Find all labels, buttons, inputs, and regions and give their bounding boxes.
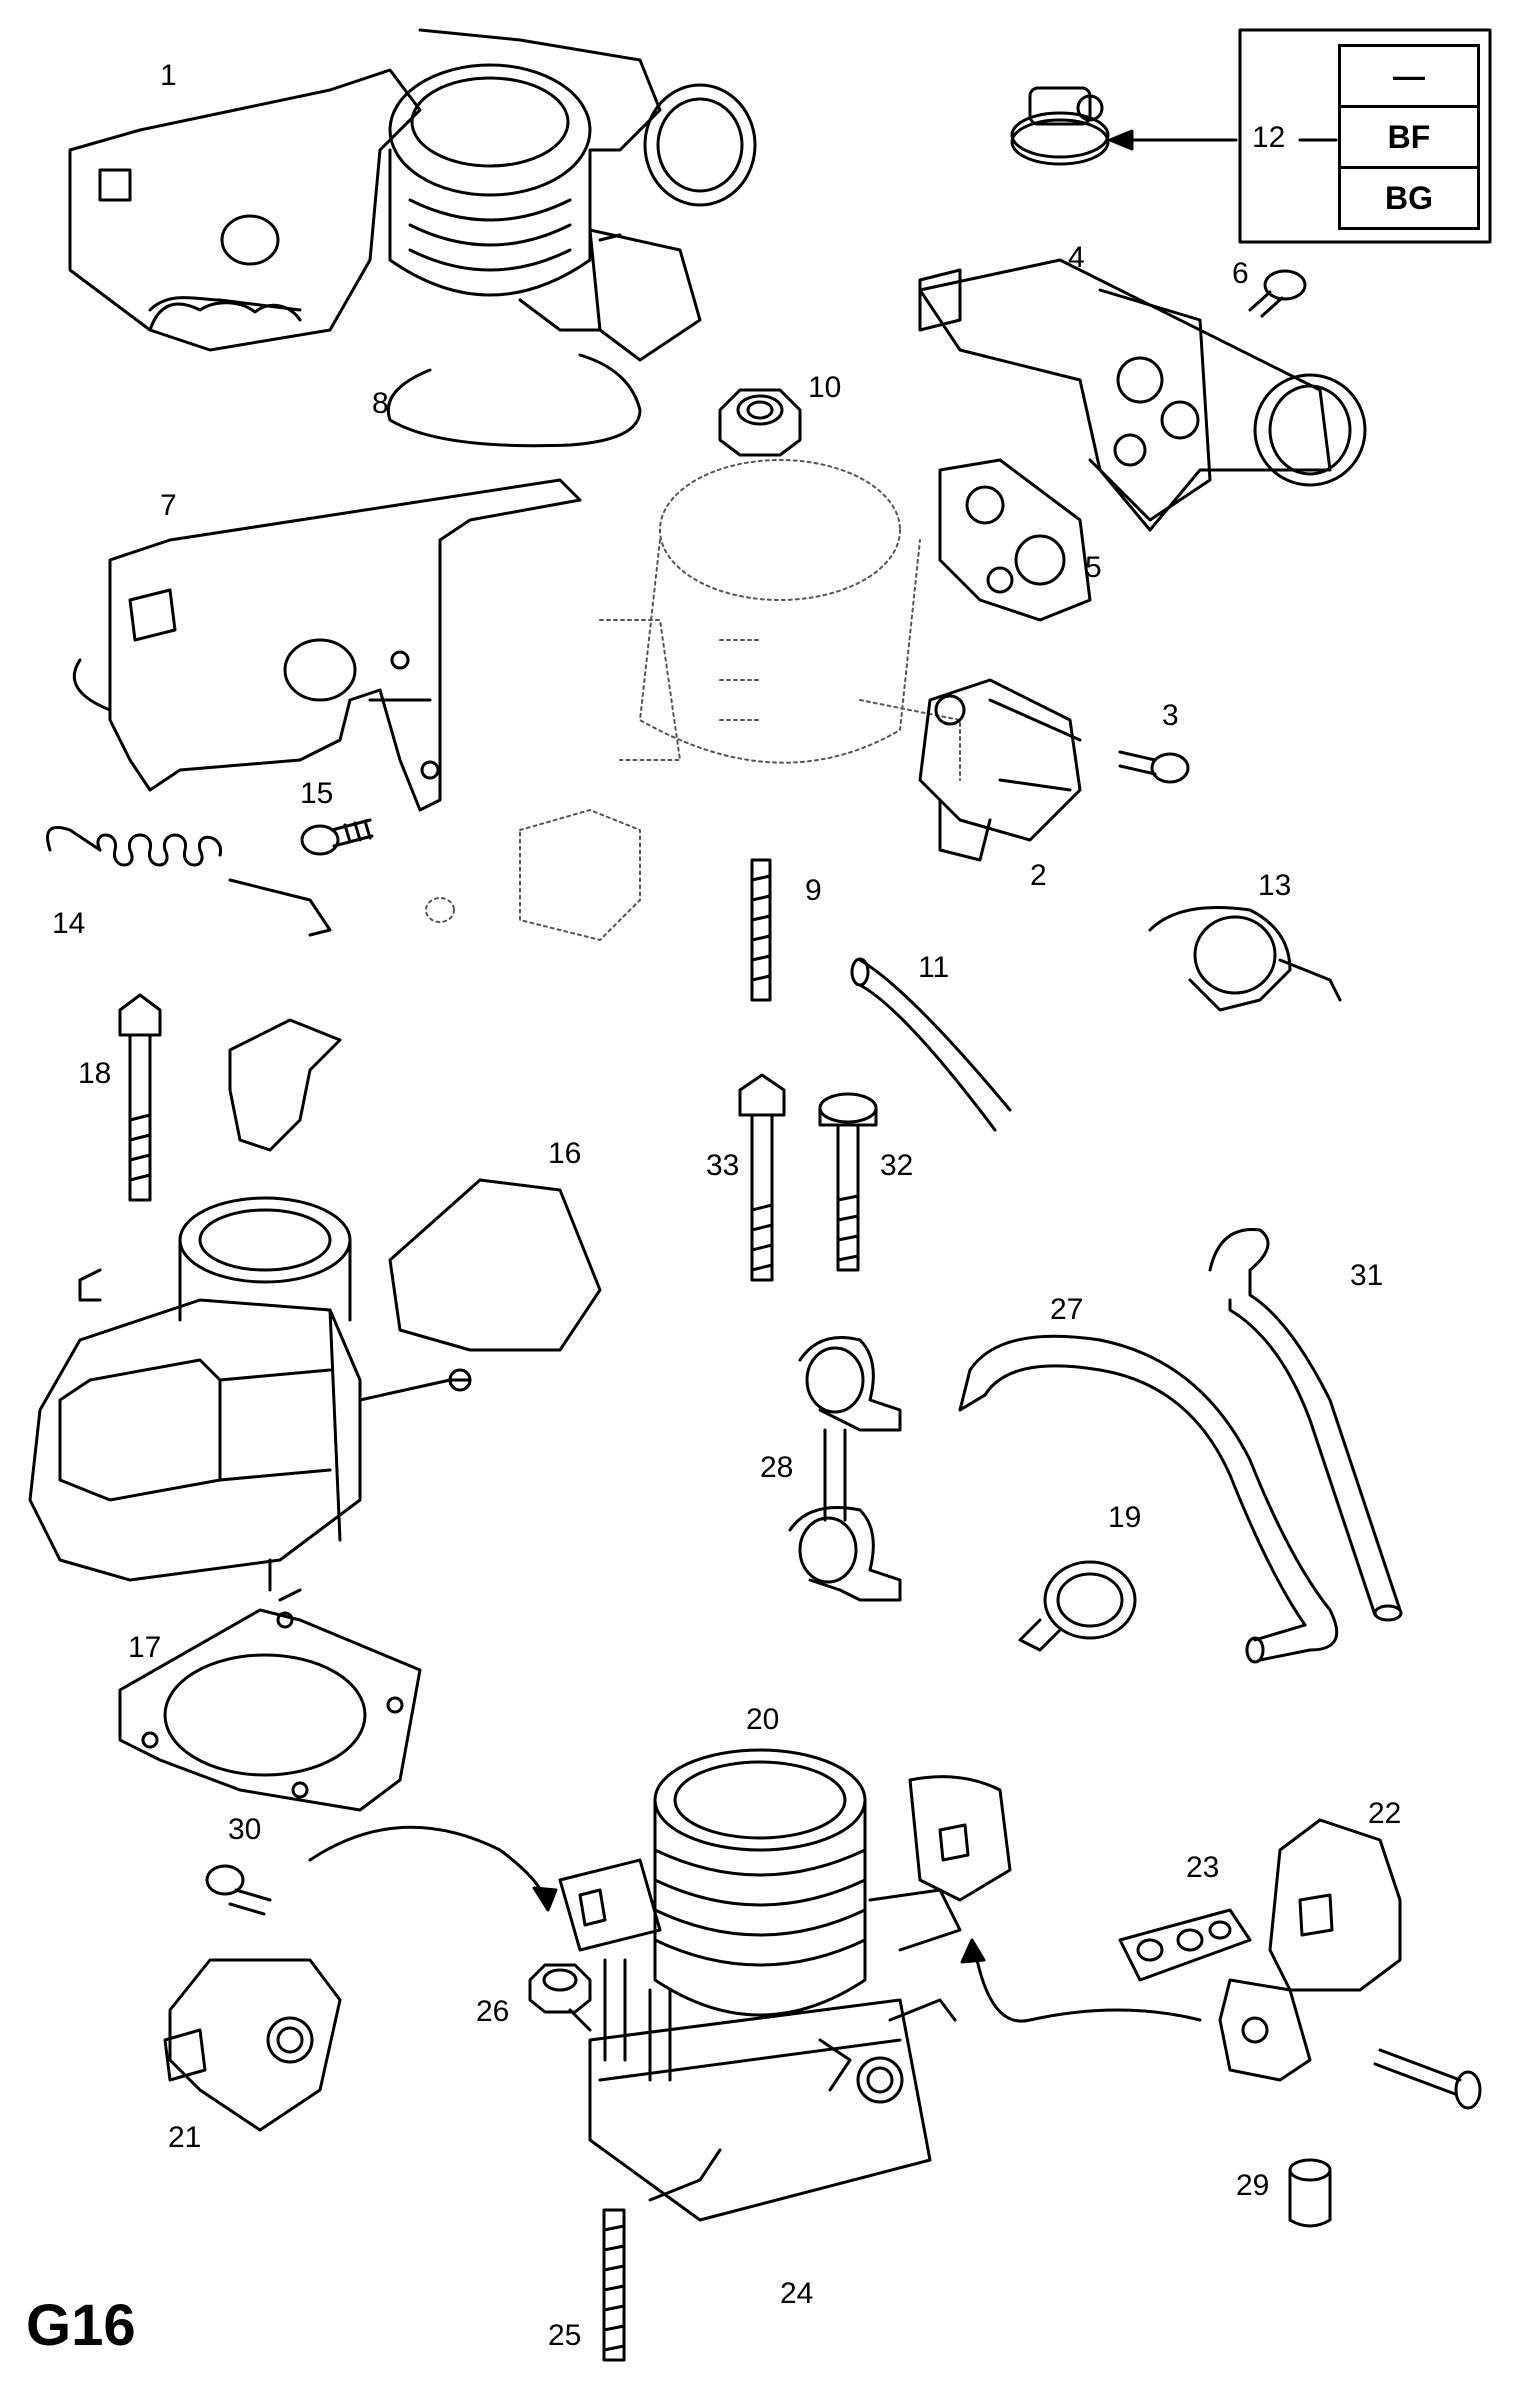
- spring-14: [46, 826, 332, 937]
- callout-33: 33: [706, 1149, 740, 1182]
- hose-27: [958, 1334, 1339, 1664]
- clamp-19: [1018, 1560, 1137, 1652]
- phantom-throttle-body: [425, 459, 961, 941]
- nut-26: [528, 1963, 592, 2014]
- callout-11: 11: [918, 951, 950, 984]
- callout-19: 19: [1108, 1501, 1142, 1534]
- stud-25: [602, 2208, 626, 2362]
- callout-6: 6: [1232, 257, 1249, 290]
- gasket-17: [118, 1608, 422, 1812]
- bolt-18: [118, 993, 162, 1202]
- leader-26: [568, 2008, 592, 2032]
- sheet-code: G16: [26, 2293, 136, 2358]
- callout-22: 22: [1368, 1797, 1402, 1830]
- idle-valve-4: [918, 258, 1367, 532]
- screw-15: [300, 818, 374, 856]
- callout-3: 3: [1162, 699, 1179, 732]
- callout-14: 14: [52, 907, 86, 940]
- callout-28: 28: [760, 1451, 794, 1484]
- sensor-21: [163, 1958, 342, 2132]
- callout-17: 17: [128, 1631, 162, 1664]
- callout-13: 13: [1258, 869, 1292, 902]
- gasket-5: [938, 458, 1092, 622]
- actuator-22: [1218, 1818, 1402, 2082]
- nut-10: [718, 388, 802, 457]
- callout-24: 24: [780, 2277, 814, 2310]
- callout-21: 21: [168, 2121, 202, 2154]
- callout-31: 31: [1350, 1259, 1384, 1292]
- arrow-head-30: [532, 1886, 558, 1912]
- cap-29: [1288, 2158, 1332, 2228]
- variant-box-frame: [1238, 28, 1492, 244]
- screw-3: [1118, 750, 1190, 784]
- screw-30: [205, 1864, 272, 1916]
- callout-16: 16: [548, 1137, 582, 1170]
- callout-7: 7: [160, 489, 177, 522]
- callout-25: 25: [548, 2319, 582, 2352]
- variant-code: BF: [1338, 108, 1480, 169]
- bolt-33: [738, 1073, 786, 1282]
- throttle-assembly-1: [68, 28, 757, 362]
- callout-20: 20: [746, 1703, 780, 1736]
- variant-code-table: — BF BG: [1338, 44, 1480, 230]
- callout-4: 4: [1068, 241, 1085, 274]
- callout-32: 32: [880, 1149, 914, 1182]
- callout-27: 27: [1050, 1293, 1084, 1326]
- clips-28: [788, 1336, 902, 1602]
- clip-13: [1148, 906, 1342, 1012]
- wire-loop-8: [387, 353, 642, 448]
- callout-8: 8: [372, 387, 389, 420]
- gasket-23: [1118, 1908, 1252, 1982]
- arrow-30-to-20: [308, 1825, 547, 1902]
- callout-10: 10: [808, 371, 842, 404]
- variant-code: BG: [1338, 169, 1480, 230]
- callout-23: 23: [1186, 1851, 1220, 1884]
- callout-26: 26: [476, 1995, 510, 2028]
- callout-12: 12: [1252, 121, 1286, 154]
- bracket-7: [72, 478, 582, 812]
- variant-code: —: [1338, 44, 1480, 108]
- position-sensor-2: [918, 678, 1082, 862]
- arrow-22-to-20: [973, 1948, 1202, 2023]
- callout-9: 9: [805, 874, 822, 907]
- hose-clip-12: [1010, 86, 1110, 166]
- screw-22: [1373, 2048, 1482, 2110]
- arrow-head-12: [1108, 129, 1134, 151]
- callout-18: 18: [78, 1057, 112, 1090]
- arrow-head-22: [960, 1938, 986, 1964]
- bolt-32: [818, 1092, 878, 1272]
- callout-15: 15: [300, 777, 334, 810]
- throttle-body-16: [28, 1018, 602, 1602]
- callout-1: 1: [160, 59, 177, 92]
- stud-9: [750, 858, 772, 1002]
- callout-5: 5: [1085, 551, 1102, 584]
- callout-2: 2: [1030, 859, 1047, 892]
- hose-31: [1208, 1228, 1403, 1622]
- callout-30: 30: [228, 1813, 262, 1846]
- throttle-body-20: [558, 1748, 1012, 2222]
- bolt-6: [1248, 269, 1307, 318]
- hose-11: [850, 957, 1012, 1132]
- callout-29: 29: [1236, 2169, 1270, 2202]
